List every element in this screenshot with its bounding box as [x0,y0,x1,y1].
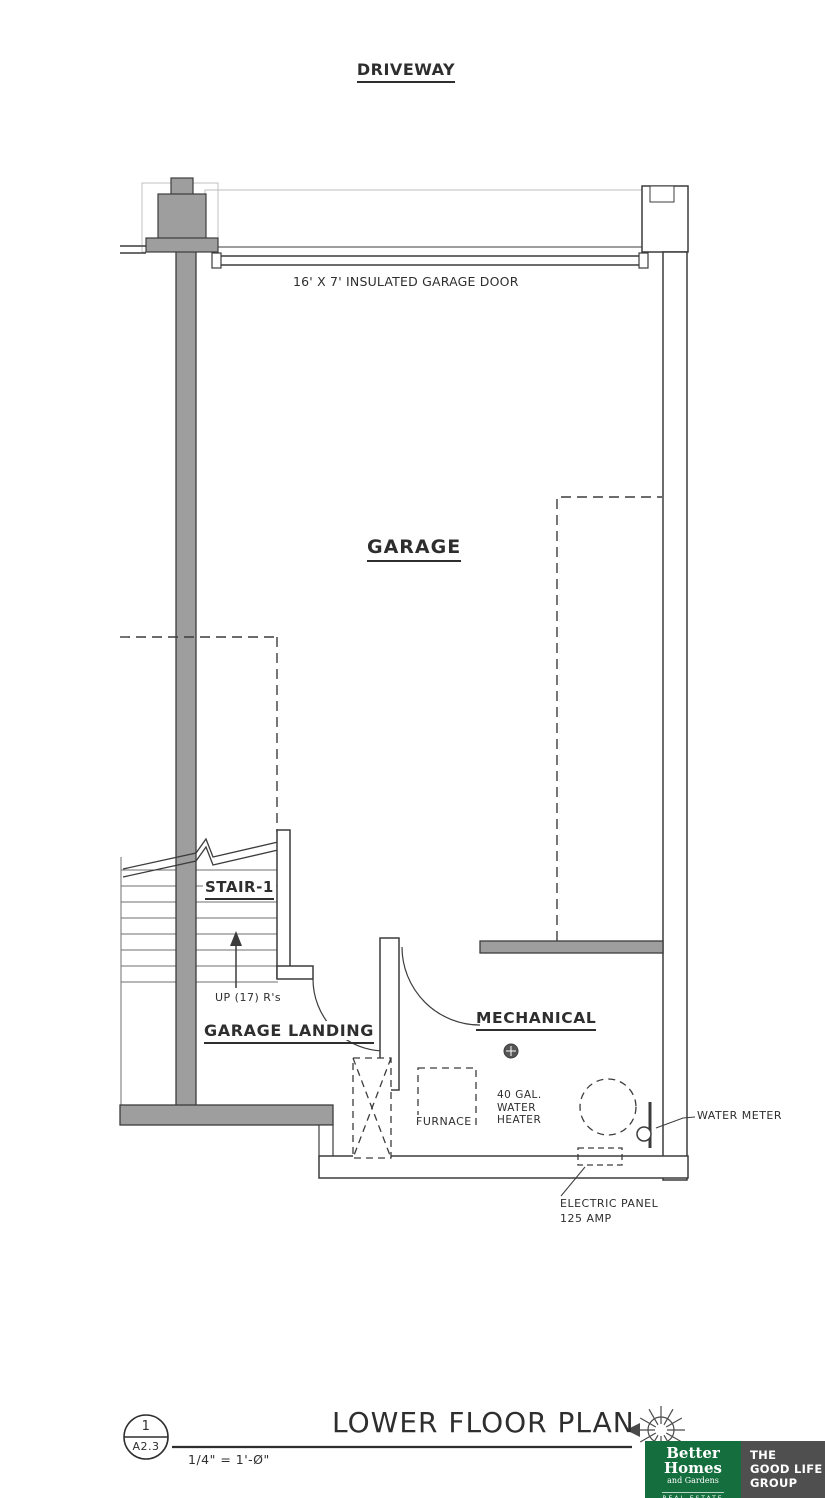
dashed-area-right [556,496,662,941]
brand-word-better: Better [666,1444,720,1462]
stair-wall [276,829,314,980]
water-heater-label-line3: HEATER [497,1114,542,1126]
group-word-the: THE [750,1448,777,1462]
water-heater-label-line1: 40 GAL. [497,1089,542,1101]
stair-up-arrow [230,931,242,988]
brand-word-homes: Homes [663,1459,723,1477]
electric-panel-label-line1: ELECTRIC PANEL [560,1197,659,1210]
garage-landing-label-text: GARAGE LANDING [204,1021,374,1044]
garage-door [211,246,649,269]
mechanical-room-label: MECHANICAL [476,1009,597,1031]
detail-number: 1 [141,1419,151,1434]
electric-panel-label-line2: 125 AMP [560,1212,612,1225]
right-exterior-wall [662,251,688,1181]
sheet-number: A2.3 [132,1440,160,1453]
driveway-label-text: DRIVEWAY [356,60,456,83]
stair-up-label: UP (17) R's [213,991,284,1004]
mechanical-door-swing [401,946,481,1026]
drawing-scale: 1/4" = 1'-Ø" [188,1452,270,1467]
electric-panel-outline [560,1147,623,1197]
brand-word-and-gardens: and Gardens [667,1476,719,1485]
detail-bubble [123,1414,169,1460]
brand-logo-better-homes: Better Homes and Gardens REAL ESTATE [645,1441,741,1498]
left-exterior-wall [175,239,197,1109]
brand-tagline-real-estate: REAL ESTATE [662,1492,724,1498]
stair-label: STAIR-1 [203,878,276,900]
group-word-good-life: GOOD LIFE [750,1462,823,1476]
water-meter-label: WATER METER [697,1109,783,1122]
stair-treads [120,857,278,1105]
water-heater-outline [579,1078,637,1136]
top-right-pillar [641,185,689,253]
dashed-lines-left [120,636,278,832]
chase-dashed-box [352,1057,392,1159]
garage-room-label-text: GARAGE [367,536,462,562]
water-meter-icon [636,1102,696,1148]
sheet-title: LOWER FLOOR PLAN [332,1406,635,1439]
interior-walls [379,937,664,1091]
stair-label-text: STAIR-1 [205,878,274,900]
driveway-apron-lines [204,189,648,247]
group-word-group: GROUP [750,1476,798,1490]
brand-logo-good-life-group: THE GOOD LIFE GROUP [741,1441,825,1498]
mechanical-room-label-text: MECHANICAL [476,1009,597,1031]
bottom-walls [119,1104,689,1179]
garage-door-label: 16' X 7' INSULATED GARAGE DOOR [293,274,519,289]
garage-room-label: GARAGE [367,536,462,562]
electric-panel-label: ELECTRIC PANEL 125 AMP [560,1196,658,1226]
garage-landing-label: GARAGE LANDING [202,1021,376,1044]
top-left-pillar [120,177,219,254]
furnace-label: FURNACE [414,1115,474,1128]
water-heater-label-line2: WATER [497,1101,537,1114]
stair-break-line [122,837,279,878]
water-heater-label: 40 GAL. WATER HEATER [497,1089,542,1127]
driveway-label: DRIVEWAY [355,60,457,83]
floor-drain-icon [503,1043,519,1059]
north-arrow-icon [626,1406,685,1454]
